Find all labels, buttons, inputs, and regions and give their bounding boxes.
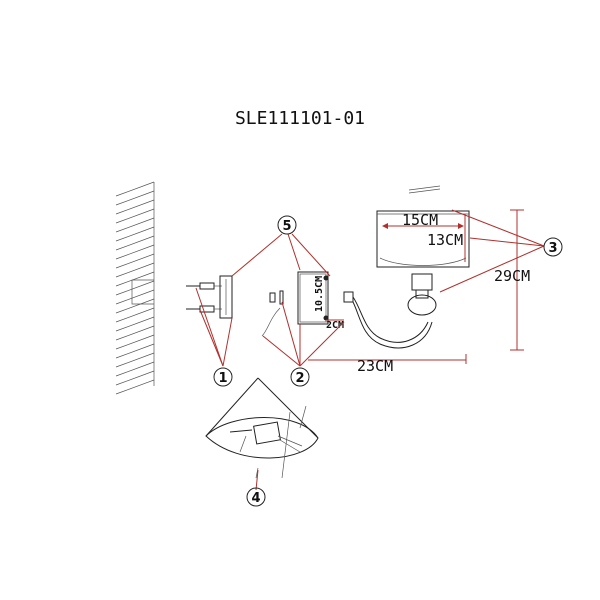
svg-text:4: 4 <box>251 491 260 506</box>
wall-back-plate <box>297 271 329 325</box>
shade-width-label: 15CM <box>402 211 438 229</box>
callout-5: 5 <box>277 215 297 235</box>
callout-leaders <box>195 209 545 491</box>
lamp-arm <box>343 291 433 349</box>
svg-text:5: 5 <box>282 219 291 234</box>
callout-4: 4 <box>246 487 266 507</box>
total-height-label: 29CM <box>494 267 530 285</box>
screw-anchors <box>186 275 233 319</box>
wall-hatch <box>115 181 155 395</box>
dimension-lines <box>308 209 524 364</box>
lampshade <box>376 185 470 268</box>
callout-1: 1 <box>213 367 233 387</box>
callout-2: 2 <box>290 367 310 387</box>
callout-3: 3 <box>543 237 563 257</box>
plate-height-label: 10.5CM <box>314 276 325 312</box>
shade-height-label: 13CM <box>427 231 463 249</box>
wiring-detail <box>205 377 319 479</box>
lamp-socket <box>407 273 437 316</box>
svg-text:3: 3 <box>548 241 557 256</box>
arm-length-label: 23CM <box>357 357 393 375</box>
svg-text:1: 1 <box>218 371 227 386</box>
model-title: SLE111101-01 <box>235 108 365 129</box>
offset-label: 2CM <box>326 320 344 331</box>
svg-text:2: 2 <box>295 371 304 386</box>
mounting-hardware <box>261 290 284 337</box>
